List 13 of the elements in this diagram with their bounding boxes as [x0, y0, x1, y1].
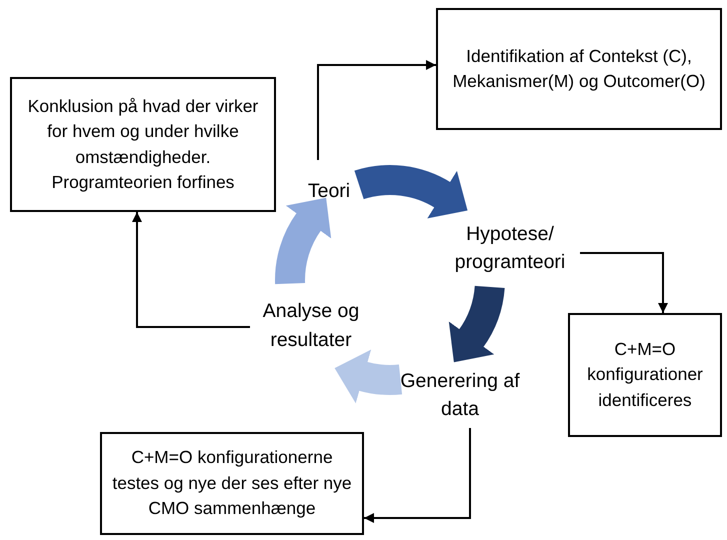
cycle-arrow	[334, 349, 402, 404]
text-box: Identifikation af Contekst (C), Mekanismer(M) og Outcomer(O)	[436, 8, 722, 130]
arrow	[364, 428, 471, 523]
arrow	[580, 252, 668, 313]
text-box: C+M=O konfigurationer identificeres	[568, 313, 722, 437]
arrow	[317, 60, 436, 160]
text-box: Konklusion på hvad der virker for hvem og under hvilke omstændigheder. Programteorien forfines	[10, 77, 276, 212]
stage-label: Teori	[294, 160, 364, 222]
stage-label: Analyse og resultater	[250, 283, 372, 368]
stage-label: Hypotese/ programteori	[440, 208, 580, 288]
stage-label: Generering af data	[396, 362, 524, 428]
text-box: C+M=O konfigurationerne testes og nye der ses efter nye CMO sammenhænge	[100, 432, 364, 535]
arrow	[132, 212, 250, 328]
